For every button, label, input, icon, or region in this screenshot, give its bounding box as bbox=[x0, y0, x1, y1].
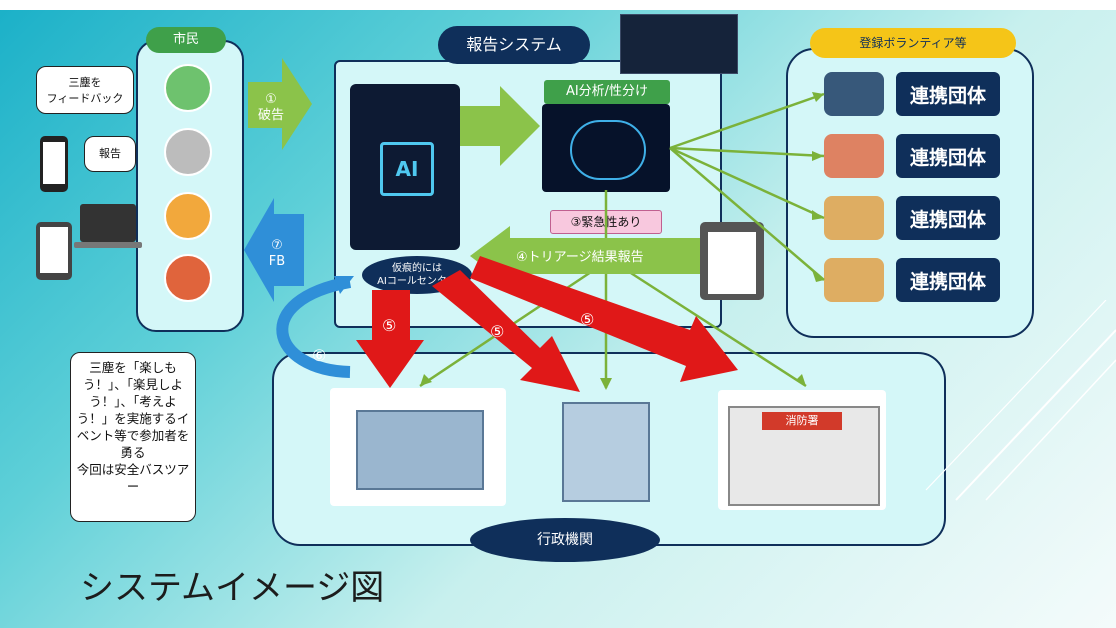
laptop-icon bbox=[74, 204, 142, 252]
partners-handshake-icon bbox=[824, 258, 884, 302]
dashboard-screenshot bbox=[620, 14, 738, 74]
citizen-avatar-4 bbox=[164, 254, 212, 302]
page-title: システムイメージ図 bbox=[80, 568, 385, 608]
report-system-label: 報告システム bbox=[438, 26, 590, 64]
feedback-bubble: 三塵を フィードバック bbox=[36, 66, 134, 114]
red-arrow-1 bbox=[356, 290, 424, 388]
citizen-avatar-1 bbox=[164, 64, 212, 112]
report-arrow-label: ① 破告 bbox=[257, 92, 284, 123]
citizens-label: 市民 bbox=[146, 27, 226, 53]
decorative-lines bbox=[925, 300, 1116, 501]
fire-station-building-icon: 消防署 bbox=[718, 390, 886, 510]
event-note-bubble: 三塵を「楽しもう！」、「楽見しよう！」、「考えよう！」を実施するイベント等で参加… bbox=[70, 352, 196, 522]
partner-org-3: 連携団体 bbox=[896, 196, 1000, 240]
checklist-icon bbox=[700, 222, 764, 300]
handshake-icon bbox=[824, 134, 884, 178]
six-curve-arrow bbox=[276, 276, 352, 378]
ai-analysis-label: AI分析/性分け bbox=[544, 80, 670, 104]
partner-arrowheads bbox=[420, 92, 824, 390]
red-arrow-2-label: ⑤ bbox=[490, 322, 505, 341]
call-center-label: 仮痕的には AIコールセンター bbox=[362, 256, 472, 294]
government-building-icon bbox=[528, 376, 680, 506]
partner-org-4: 連携団体 bbox=[896, 258, 1000, 302]
report-arrow bbox=[248, 58, 312, 150]
ai-chip-text: AI bbox=[380, 142, 434, 196]
brain-icon bbox=[542, 104, 670, 192]
red-arrow-3-label: ⑤ bbox=[580, 310, 595, 329]
report-bubble-1: 報告 bbox=[84, 136, 136, 172]
citizen-avatar-2 bbox=[164, 128, 212, 176]
triage-arrow bbox=[470, 226, 700, 286]
partner-org-1: 連携団体 bbox=[896, 72, 1000, 116]
red-arrow-3 bbox=[470, 256, 738, 382]
fb-arrow-label: ⑦ FB bbox=[268, 238, 286, 269]
city-hall-building-icon bbox=[330, 388, 506, 506]
ai-to-brain-arrow bbox=[460, 86, 540, 166]
six-arrow-label: ⑥ bbox=[312, 346, 327, 365]
fire-station-sign: 消防署 bbox=[762, 412, 842, 430]
volunteers-label: 登録ボランティア等 bbox=[810, 28, 1016, 58]
partner-org-2: 連携団体 bbox=[896, 134, 1000, 178]
citizen-avatar-3 bbox=[164, 192, 212, 240]
government-label: 行政機関 bbox=[470, 518, 660, 562]
feedback-arrow bbox=[244, 198, 304, 302]
tablet-icon bbox=[36, 222, 72, 280]
ai-server-icon: AI bbox=[350, 84, 460, 250]
triage-arrow-label: ④トリアージ結果報告 bbox=[516, 250, 644, 265]
smartphone-icon bbox=[40, 136, 68, 192]
red-arrow-1-label: ⑤ bbox=[382, 316, 397, 335]
team-handshake-icon bbox=[824, 196, 884, 240]
red-arrow-2 bbox=[432, 270, 580, 392]
group-handshake-icon bbox=[824, 72, 884, 116]
